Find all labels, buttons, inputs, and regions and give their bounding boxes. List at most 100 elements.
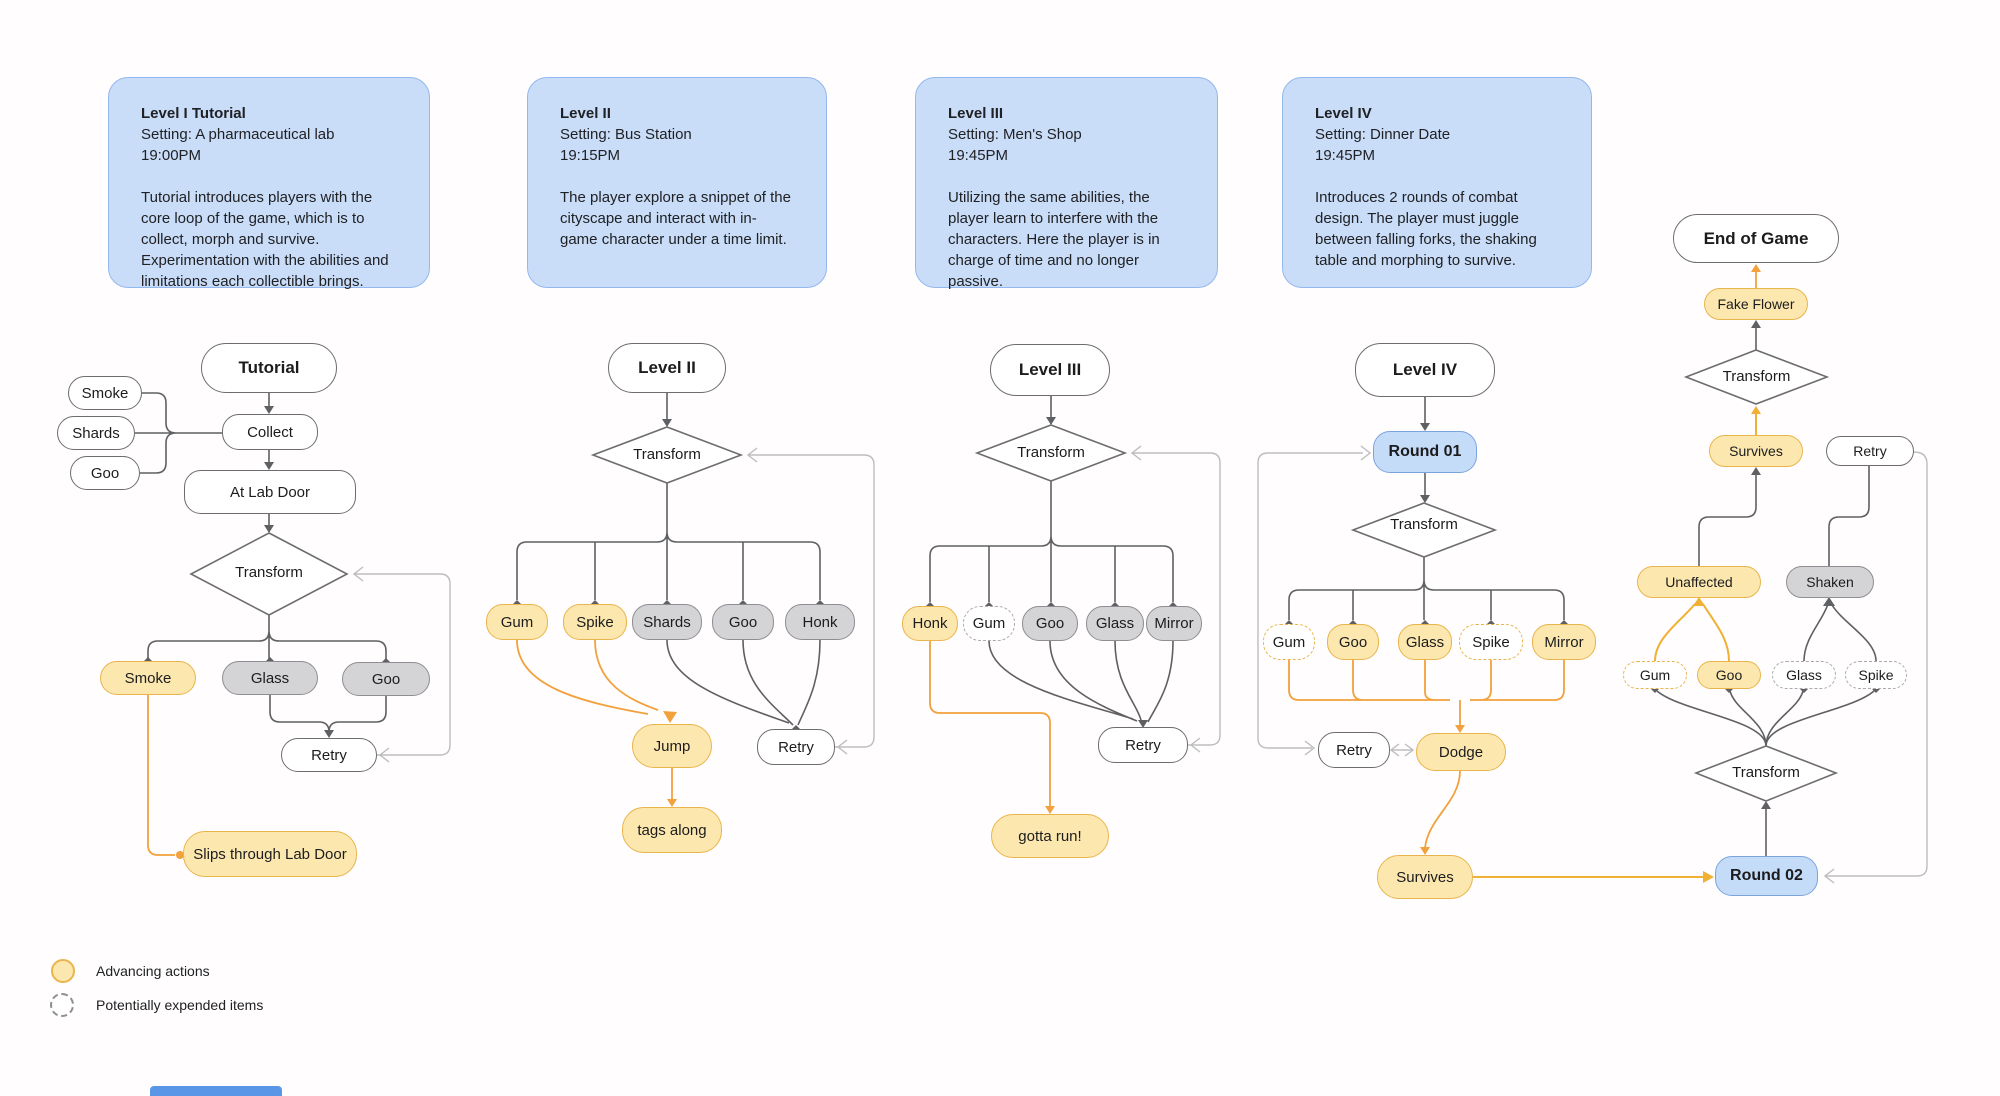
- node-mirror-l4[interactable]: Mirror: [1532, 624, 1596, 660]
- node-goo-item[interactable]: Goo: [342, 662, 430, 696]
- transform-diamond-endgame-top[interactable]: [1683, 349, 1830, 405]
- node-gum-l2[interactable]: Gum: [486, 604, 548, 640]
- legend-expended-swatch: [50, 993, 74, 1017]
- node-glass-item[interactable]: Glass: [222, 661, 318, 695]
- info-setting: Setting: A pharmaceutical lab: [141, 126, 335, 143]
- node-gum-l3-expended[interactable]: Gum: [963, 606, 1015, 641]
- transform-diamond-endgame-bottom[interactable]: [1693, 745, 1839, 802]
- node-survives-l4[interactable]: Survives: [1377, 855, 1473, 899]
- tutorial-retry-loop: [352, 566, 451, 763]
- node-survives-endgame[interactable]: Survives: [1709, 435, 1803, 467]
- label-transform-endgame-top: Transform: [1722, 368, 1791, 385]
- label-transform-level4: Transform: [1390, 516, 1458, 533]
- info-time: 19:45PM: [1315, 147, 1376, 164]
- node-gotta-run[interactable]: gotta run!: [991, 814, 1109, 858]
- node-shards-l2[interactable]: Shards: [632, 604, 702, 640]
- node-level3-title[interactable]: Level III: [990, 344, 1110, 396]
- info-setting: Setting: Dinner Date: [1315, 126, 1451, 143]
- info-time: 19:45PM: [948, 147, 1009, 164]
- node-smoke-collectible[interactable]: Smoke: [68, 376, 142, 410]
- node-shaken[interactable]: Shaken: [1786, 566, 1874, 598]
- legend-expended-label: Potentially expended items: [96, 997, 264, 1013]
- node-smoke-action[interactable]: Smoke: [100, 661, 196, 695]
- node-level4-title[interactable]: Level IV: [1355, 343, 1495, 397]
- node-goo-collectible[interactable]: Goo: [70, 456, 140, 490]
- node-goo-l4[interactable]: Goo: [1327, 624, 1379, 660]
- level2-edges-dark: [516, 393, 821, 726]
- label-transform-level2: Transform: [633, 446, 701, 463]
- node-gum-l4-expended[interactable]: Gum: [1263, 624, 1315, 660]
- info-time: 19:15PM: [560, 147, 621, 164]
- node-level2-title[interactable]: Level II: [608, 343, 726, 393]
- level4-edges-dark: [1288, 397, 1565, 620]
- info-setting: Setting: Men's Shop: [948, 126, 1082, 143]
- node-fake-flower[interactable]: Fake Flower: [1704, 288, 1808, 320]
- level2-orange-paths: [516, 639, 677, 807]
- node-spike-l4-expended[interactable]: Spike: [1459, 624, 1523, 660]
- transform-diamond-level4[interactable]: [1350, 502, 1498, 558]
- node-spike-l2[interactable]: Spike: [563, 604, 627, 640]
- label-transform-level3: Transform: [1017, 444, 1085, 461]
- offscreen-blue-shape[interactable]: [150, 1086, 282, 1096]
- level3-honk-path: [929, 641, 1055, 814]
- node-slips-through-lab-door[interactable]: Slips through Lab Door: [183, 831, 357, 877]
- label-transform-endgame-bottom: Transform: [1732, 764, 1800, 781]
- transform-diamond-tutorial[interactable]: [189, 532, 349, 616]
- node-goo-endgame[interactable]: Goo: [1697, 661, 1761, 689]
- node-goo-l2[interactable]: Goo: [712, 604, 774, 640]
- info-description: Introduces 2 rounds of combat design. Th…: [1315, 189, 1537, 269]
- node-at-lab-door[interactable]: At Lab Door: [184, 470, 356, 514]
- node-gum-endgame-expended[interactable]: Gum: [1623, 661, 1687, 689]
- node-glass-l3[interactable]: Glass: [1086, 606, 1144, 641]
- node-retry-endgame[interactable]: Retry: [1826, 436, 1914, 466]
- node-retry-l4[interactable]: Retry: [1318, 732, 1390, 768]
- endgame-orange-golden: [1654, 264, 1761, 662]
- level2-retry-loop: [746, 447, 875, 755]
- info-description: Tutorial introduces players with the cor…: [141, 189, 389, 290]
- node-round-02[interactable]: Round 02: [1715, 856, 1818, 896]
- transform-diamond-level2[interactable]: [590, 426, 744, 484]
- endgame-retry-loop: [1823, 451, 1928, 884]
- node-glass-l4[interactable]: Glass: [1398, 624, 1452, 660]
- legend-advancing-label: Advancing actions: [96, 963, 210, 979]
- info-setting: Setting: Bus Station: [560, 126, 692, 143]
- node-end-of-game[interactable]: End of Game: [1673, 214, 1839, 263]
- node-tutorial-title[interactable]: Tutorial: [201, 343, 337, 393]
- node-goo-l3[interactable]: Goo: [1022, 606, 1078, 641]
- node-mirror-l3[interactable]: Mirror: [1146, 606, 1202, 641]
- level4-survives-to-round2: [1473, 871, 1714, 883]
- node-honk-l3[interactable]: Honk: [902, 606, 958, 641]
- node-retry-tutorial[interactable]: Retry: [281, 738, 377, 772]
- info-card-level2[interactable]: Level II Setting: Bus Station 19:15PM Th…: [527, 77, 827, 288]
- node-honk-l2[interactable]: Honk: [785, 604, 855, 640]
- info-title: Level I Tutorial: [141, 105, 246, 122]
- info-title: Level II: [560, 105, 611, 122]
- info-card-level1[interactable]: Level I Tutorial Setting: A pharmaceutic…: [108, 77, 430, 290]
- info-time: 19:00PM: [141, 147, 202, 164]
- info-description: The player explore a snippet of the city…: [560, 189, 791, 248]
- tutorial-smoke-path: [147, 695, 184, 859]
- legend-advancing-swatch: [51, 959, 75, 983]
- level3-retry-loop: [1130, 445, 1221, 753]
- info-card-level4[interactable]: Level IV Setting: Dinner Date 19:45PM In…: [1282, 77, 1592, 288]
- node-collect[interactable]: Collect: [222, 414, 318, 450]
- node-retry-l3[interactable]: Retry: [1098, 727, 1188, 763]
- node-dodge[interactable]: Dodge: [1416, 733, 1506, 771]
- node-retry-l2[interactable]: Retry: [757, 729, 835, 765]
- node-glass-endgame-expended[interactable]: Glass: [1772, 661, 1836, 689]
- node-jump[interactable]: Jump: [632, 724, 712, 768]
- node-spike-endgame-expended[interactable]: Spike: [1845, 661, 1907, 689]
- level3-edges-dark: [929, 396, 1174, 728]
- info-title: Level IV: [1315, 105, 1372, 122]
- label-transform-tutorial: Transform: [235, 564, 303, 581]
- info-description: Utilizing the same abilities, the player…: [948, 189, 1160, 290]
- node-shards-collectible[interactable]: Shards: [57, 416, 135, 450]
- node-unaffected[interactable]: Unaffected: [1637, 566, 1761, 598]
- node-tags-along[interactable]: tags along: [622, 807, 722, 853]
- transform-diamond-level3[interactable]: [974, 424, 1128, 482]
- node-round-01[interactable]: Round 01: [1373, 431, 1477, 473]
- level4-orange-paths: [1288, 660, 1565, 855]
- info-card-level3[interactable]: Level III Setting: Men's Shop 19:45PM Ut…: [915, 77, 1218, 290]
